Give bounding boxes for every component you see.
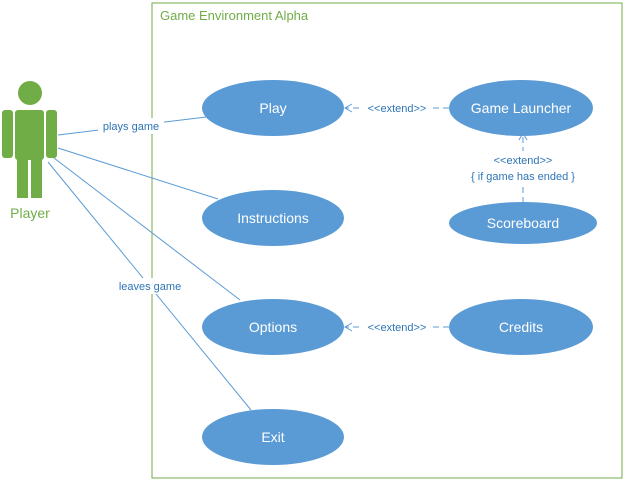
association-label-exit: leaves game: [119, 281, 181, 293]
system-title: Game Environment Alpha: [160, 8, 309, 23]
association-line-instructions: [57, 147, 219, 200]
extend-label-launcher-play: <<extend>>: [368, 103, 427, 115]
use-case-label-scoreboard: Scoreboard: [487, 215, 559, 231]
use-case-play: Play: [202, 80, 344, 136]
use-case-scoreboard: Scoreboard: [449, 202, 597, 244]
association-label-play: plays game: [103, 121, 159, 133]
system-boundary: [151, 2, 623, 479]
use-case-label-exit: Exit: [261, 429, 284, 445]
use-case-options: Options: [202, 299, 344, 355]
use-case-label-launcher: Game Launcher: [471, 100, 572, 116]
stick-figure-icon: [2, 81, 57, 198]
extend-label-scoreboard-launcher: <<extend>>: [494, 155, 553, 167]
use-case-label-play: Play: [259, 100, 286, 116]
use-case-label-credits: Credits: [499, 319, 543, 335]
extend-condition-scoreboard: { if game has ended }: [471, 171, 575, 183]
use-case-instructions: Instructions: [202, 190, 344, 246]
use-case-label-options: Options: [249, 319, 297, 335]
association-line-options: [53, 157, 241, 301]
use-case-credits: Credits: [449, 299, 593, 355]
use-case-exit: Exit: [202, 409, 344, 465]
actor-label: Player: [10, 205, 50, 221]
use-case-launcher: Game Launcher: [449, 80, 593, 136]
use-case-label-instructions: Instructions: [237, 210, 309, 226]
extend-label-credits-options: <<extend>>: [368, 322, 427, 334]
